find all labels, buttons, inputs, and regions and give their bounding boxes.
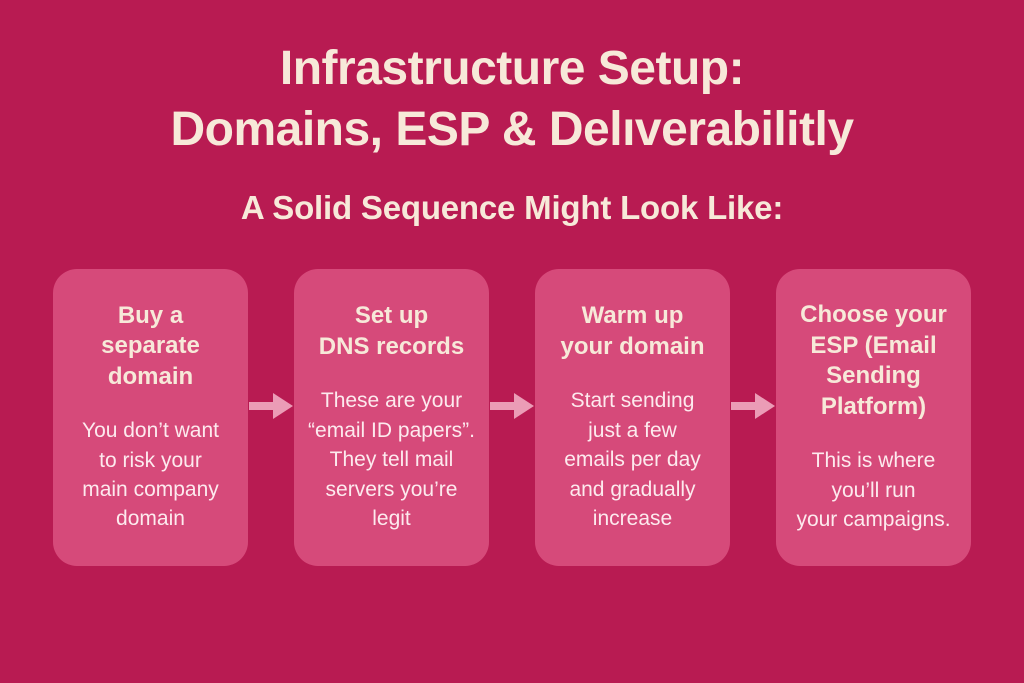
step-title: Choose your ESP (Email Sending Platform) <box>800 301 947 420</box>
page-subtitle: A Solid Sequence Might Look Like: <box>240 188 784 226</box>
sequence-row: Buy a separate domain You don’t want to … <box>0 268 1024 566</box>
step-card-warm-up-domain: Warm up your domain Start sending just a… <box>535 268 730 566</box>
right-arrow-icon <box>731 393 775 420</box>
step-title: Warm up your domain <box>560 302 705 360</box>
right-arrow-icon <box>490 393 534 420</box>
page-title: Infrastructure Setup: Domains, ESP & Del… <box>170 42 854 157</box>
step-body: You don’t want to risk your main company… <box>81 419 219 531</box>
step-separator <box>489 269 535 566</box>
right-arrow-icon <box>249 393 293 420</box>
step-body: Start sending just a few emails per day … <box>564 389 701 530</box>
step-card-buy-domain: Buy a separate domain You don’t want to … <box>53 268 248 566</box>
step-title: Set up DNS records <box>318 302 465 360</box>
step-separator <box>730 269 776 566</box>
step-separator <box>248 269 294 566</box>
step-title: Buy a separate domain <box>101 301 200 390</box>
step-card-choose-esp: Choose your ESP (Email Sending Platform)… <box>776 268 971 566</box>
step-card-dns-records: Set up DNS records These are your “email… <box>294 268 489 566</box>
step-body: This is where you’ll run your campaigns. <box>796 449 951 531</box>
step-body: These are your “email ID papers”. They t… <box>308 389 475 530</box>
